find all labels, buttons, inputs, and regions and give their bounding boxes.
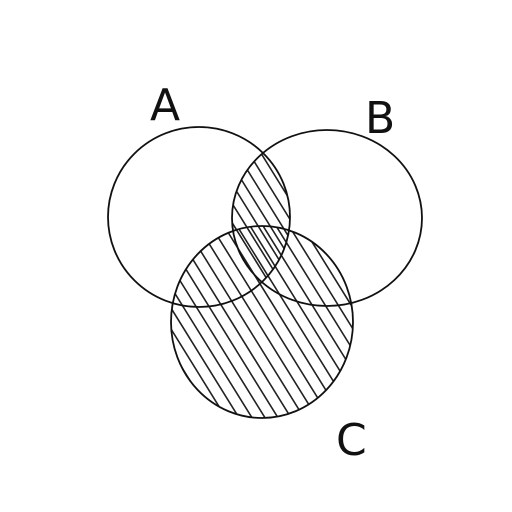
hatch-line [233,226,353,418]
circle-c [170,225,354,419]
hatch-line [171,226,254,418]
hatch-line [377,200,512,440]
label-a: A [150,80,180,131]
hatch-line [232,130,290,306]
hatch-line [171,226,176,418]
hatch-line [171,226,280,418]
hatch-line [324,100,512,440]
hatch-line [364,200,512,440]
hatch-line [232,130,290,306]
hatch-line [171,226,241,418]
hatch-line [287,130,290,306]
hatch-line [337,226,353,418]
hatch-line [259,226,353,418]
hatch-line [0,200,149,440]
hatch-line [232,130,290,306]
label-b: B [365,93,395,144]
hatch-line [246,226,353,418]
hatch-c [0,200,512,440]
hatch-line [232,130,290,306]
hatch-line [13,200,162,440]
hatch-line [232,130,290,306]
hatch-line [232,130,290,306]
hatch-line [275,130,290,306]
hatch-line [171,226,267,418]
circle-a [107,126,291,308]
label-c: C [336,415,367,466]
circle-b [231,129,423,307]
hatch-line [232,130,290,306]
hatch-line [263,130,290,306]
hatch-line [350,226,353,418]
hatch-line [312,100,512,440]
hatch-line [171,226,293,418]
hatch-line [272,226,353,418]
hatch-line [232,130,290,306]
hatch-line [171,226,189,418]
hatch-line [251,130,290,306]
hatch-line [300,100,511,440]
